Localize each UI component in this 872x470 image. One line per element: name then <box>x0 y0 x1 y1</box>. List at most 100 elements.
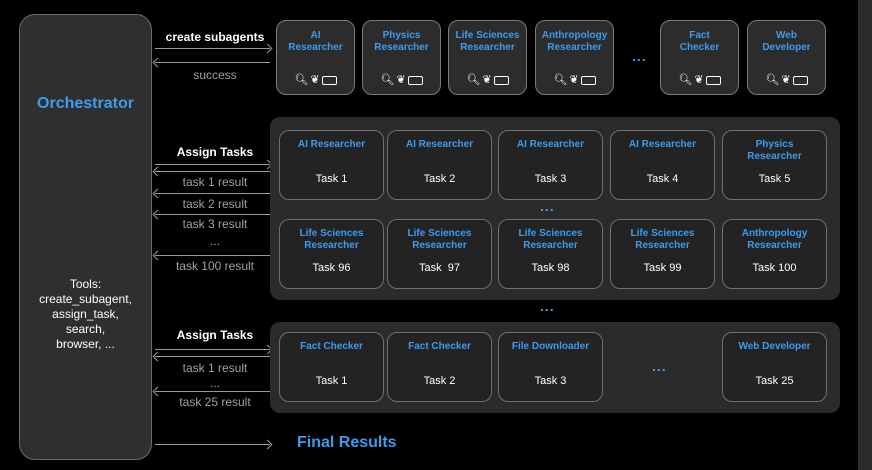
subagent-tool-icons: 🔍︎❦ <box>536 73 613 86</box>
assign-tasks-label-1: Assign Tasks <box>176 145 254 159</box>
subagent-name: Physics Researcher <box>374 30 429 53</box>
task-agent-name: Life Sciences Researcher <box>407 228 472 251</box>
task-card: AI Researcher Task 1 <box>279 130 384 200</box>
task-card: Life Sciences Researcher Task 98 <box>498 219 603 289</box>
subagent-tool-icons: 🔍︎❦ <box>449 73 526 86</box>
task-card: AI Researcher Task 4 <box>610 130 715 200</box>
task-label: Task 99 <box>643 262 682 274</box>
task-label: Task 3 <box>534 173 567 185</box>
search-icon: 🔍︎ <box>466 74 483 86</box>
result-label: task 2 result <box>182 197 248 211</box>
result-arrow <box>155 391 270 392</box>
tasks-ellipsis: ... <box>652 358 667 374</box>
assign-arrow-2 <box>155 349 270 350</box>
result-ellipsis: ... <box>209 234 220 248</box>
task-label: Task 100 <box>752 262 797 274</box>
task-agent-name: Fact Checker <box>300 341 363 352</box>
search-icon: 🔍︎ <box>380 74 397 86</box>
task-card: Life Sciences Researcher Task 99 <box>610 219 715 289</box>
assign-arrow-1 <box>155 164 270 165</box>
browser-window-icon <box>321 75 337 85</box>
subagent-name: Anthropology Researcher <box>541 30 608 53</box>
scrollbar-track[interactable] <box>858 0 872 470</box>
result-label: task 100 result <box>175 259 255 273</box>
browser-window-icon <box>792 75 808 85</box>
result-label: task 25 result <box>179 395 251 409</box>
subagent-name: AI Researcher <box>288 30 343 53</box>
task-agent-name: Life Sciences Researcher <box>518 228 583 251</box>
result-arrow <box>155 214 270 215</box>
task-agent-name: AI Researcher <box>297 139 366 150</box>
assign-tasks-label-2: Assign Tasks <box>176 328 254 342</box>
python-icon: ❦ <box>781 74 793 86</box>
task-agent-name: AI Researcher <box>628 139 697 150</box>
subagent-name: Life Sciences Researcher <box>455 30 520 53</box>
result-arrow <box>155 193 270 194</box>
subagent-physics-researcher: Physics Researcher 🔍︎❦ <box>362 20 441 95</box>
subagent-tool-icons: 🔍︎❦ <box>748 73 825 86</box>
task-card: File Downloader Task 3 <box>498 332 603 402</box>
subagents-ellipsis: ... <box>632 48 647 64</box>
task-card: Life Sciences Researcher Task 96 <box>279 219 384 289</box>
task-label: Task 25 <box>755 375 794 387</box>
task-card: Web Developer Task 25 <box>722 332 827 402</box>
orchestrator-title: Orchestrator <box>37 95 134 112</box>
search-icon: 🔍︎ <box>553 74 570 86</box>
browser-window-icon <box>705 75 721 85</box>
task-agent-name: Life Sciences Researcher <box>630 228 695 251</box>
task-label: Task 1 <box>315 173 348 185</box>
task-card: AI Researcher Task 3 <box>498 130 603 200</box>
rows-ellipsis: ... <box>540 198 555 214</box>
browser-window-icon <box>407 75 423 85</box>
success-arrow <box>155 62 270 63</box>
python-icon: ❦ <box>396 74 408 86</box>
orchestrator-box: Orchestrator Tools: create_subagent, ass… <box>19 14 152 460</box>
task-label: Task 4 <box>646 173 679 185</box>
subagent-life-sciences-researcher: Life Sciences Researcher 🔍︎❦ <box>448 20 527 95</box>
task-label: Task 98 <box>531 262 570 274</box>
task-agent-name: Anthropology Researcher <box>741 228 808 251</box>
task-panel-2: Fact Checker Task 1 Fact Checker Task 2 … <box>270 322 840 413</box>
subagent-name: Web Developer <box>762 30 811 53</box>
task-label: Task 2 <box>423 375 456 387</box>
subagent-fact-checker: Fact Checker 🔍︎❦ <box>660 20 739 95</box>
task-agent-name: AI Researcher <box>405 139 474 150</box>
subagent-tool-icons: 🔍︎❦ <box>661 73 738 86</box>
search-icon: 🔍︎ <box>294 74 311 86</box>
task-label: Task 97 <box>419 262 460 274</box>
result-label: task 1 result <box>182 361 248 375</box>
final-results-label: Final Results <box>297 434 397 451</box>
task-label: Task 1 <box>315 375 348 387</box>
success-label: success <box>193 68 237 82</box>
result-arrow <box>155 171 270 172</box>
create-subagents-label: create subagents <box>165 30 265 44</box>
task-panel-1: AI Researcher Task 1 AI Researcher Task … <box>270 117 840 300</box>
subagent-web-developer: Web Developer 🔍︎❦ <box>747 20 826 95</box>
panels-ellipsis: ... <box>540 298 555 314</box>
task-card: Physics Researcher Task 5 <box>722 130 827 200</box>
search-icon: 🔍︎ <box>678 74 695 86</box>
result-arrow <box>155 356 270 357</box>
python-icon: ❦ <box>482 74 494 86</box>
result-ellipsis: ... <box>209 376 220 390</box>
task-agent-name: Fact Checker <box>408 341 471 352</box>
result-arrow <box>155 255 270 256</box>
task-card: Life Sciences Researcher Task 97 <box>387 219 492 289</box>
subagent-ai-researcher: AI Researcher 🔍︎❦ <box>276 20 355 95</box>
task-agent-name: File Downloader <box>511 341 590 352</box>
task-label: Task 3 <box>534 375 567 387</box>
task-card: AI Researcher Task 2 <box>387 130 492 200</box>
task-agent-name: Web Developer <box>738 341 811 352</box>
task-agent-name: Physics Researcher <box>747 139 802 162</box>
result-label: task 1 result <box>182 175 248 189</box>
task-label: Task 5 <box>758 173 791 185</box>
create-arrow <box>155 48 270 49</box>
task-card: Anthropology Researcher Task 100 <box>722 219 827 289</box>
python-icon: ❦ <box>310 74 322 86</box>
task-card: Fact Checker Task 1 <box>279 332 384 402</box>
task-label: Task 2 <box>423 173 456 185</box>
task-agent-name: Life Sciences Researcher <box>299 228 364 251</box>
task-label: Task 96 <box>312 262 351 274</box>
subagent-name: Fact Checker <box>679 30 720 53</box>
